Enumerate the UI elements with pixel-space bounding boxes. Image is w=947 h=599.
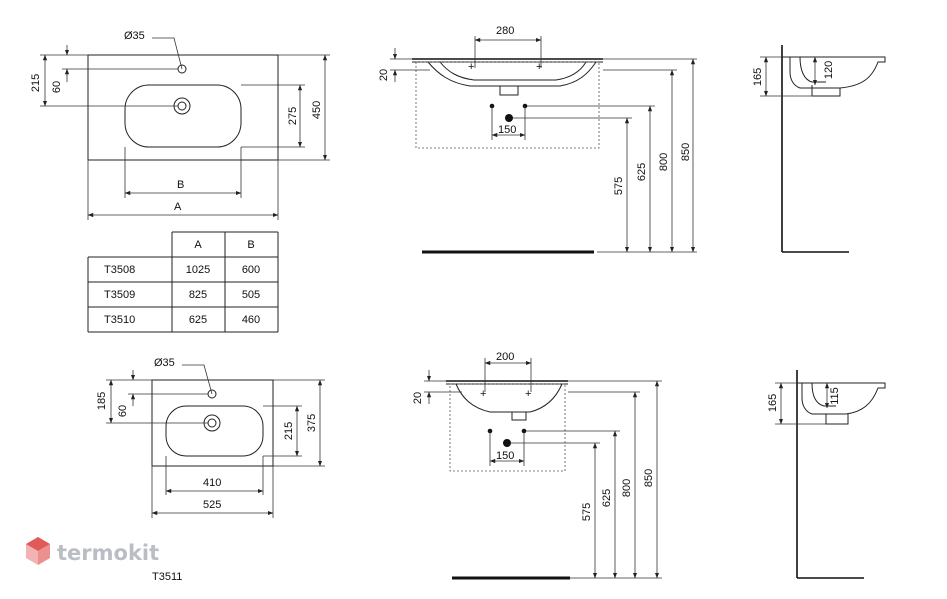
bottom-side-dim-165: 165 xyxy=(767,394,779,412)
table-row-model: T3510 xyxy=(104,314,135,326)
top-front-bowl xyxy=(427,61,597,87)
top-bowl-outline xyxy=(124,84,242,148)
bottom-side-basin xyxy=(797,382,886,415)
bottom-front-view: + + 200 20 150 575 625 800 850 xyxy=(412,351,662,580)
bottom-plan-view: Ø35 185 60 215 375 410 525 xyxy=(96,357,325,518)
top-side-dim-120: 120 xyxy=(823,61,835,79)
top-dim-450: 450 xyxy=(311,101,323,119)
top-dim-60: 60 xyxy=(51,81,63,93)
top-basin-outline xyxy=(87,54,279,161)
top-front-dim-575: 575 xyxy=(613,177,625,195)
table-row-b: 460 xyxy=(242,314,260,326)
table-row-b: 600 xyxy=(242,264,260,276)
top-dim-b: B xyxy=(177,179,184,191)
top-side-dim-165: 165 xyxy=(752,68,764,86)
table-row-a: 1025 xyxy=(186,264,210,276)
top-hole-label: Ø35 xyxy=(124,30,145,42)
top-side-basin xyxy=(782,56,886,89)
bottom-front-cabinet-outline xyxy=(449,383,566,472)
table-row-a: 825 xyxy=(189,289,207,301)
top-plan-view: Ø35 215 60 275 450 B A xyxy=(30,30,330,220)
table-row-model: T3508 xyxy=(104,264,135,276)
bottom-side-view: 165 115 xyxy=(767,370,886,579)
bottom-dim-375: 375 xyxy=(306,414,318,432)
bottom-dim-185: 185 xyxy=(96,392,108,410)
svg-text:+: + xyxy=(468,61,474,73)
svg-text:+: + xyxy=(480,388,486,400)
bottom-bowl-outline xyxy=(165,405,264,457)
table-header-b: B xyxy=(247,239,254,251)
top-dim-a: A xyxy=(174,201,182,213)
size-table: A B T3508 1025 600 T3509 825 505 T3510 6… xyxy=(87,231,279,333)
table-header-a: A xyxy=(194,239,202,251)
top-drain-inner xyxy=(177,101,187,111)
watermark-text: termokit xyxy=(57,541,159,565)
top-front-dim-800: 800 xyxy=(658,153,670,171)
top-front-cabinet-outline xyxy=(415,61,600,149)
table-row-b: 505 xyxy=(242,289,260,301)
bottom-front-dim-625: 625 xyxy=(601,489,613,507)
bottom-front-dim-150: 150 xyxy=(496,450,514,462)
top-front-dim-280: 280 xyxy=(496,25,514,37)
bottom-front-dim-200: 200 xyxy=(496,351,514,363)
table-row-model: T3509 xyxy=(104,289,135,301)
bottom-front-dim-850: 850 xyxy=(643,469,655,487)
top-front-dim-20: 20 xyxy=(378,69,390,81)
bottom-dim-60: 60 xyxy=(117,405,129,417)
bottom-front-dim-800: 800 xyxy=(621,479,633,497)
bottom-hole-label: Ø35 xyxy=(154,357,175,369)
watermark-logo: termokit xyxy=(26,537,159,565)
top-front-siphon xyxy=(499,86,519,96)
bottom-front-dim-575: 575 xyxy=(581,503,593,521)
top-front-dim-850: 850 xyxy=(680,143,692,161)
model-label: T3511 xyxy=(152,571,182,583)
top-side-view: 165 120 xyxy=(752,45,886,253)
svg-text:+: + xyxy=(536,61,542,73)
top-hole-leader xyxy=(152,37,183,70)
top-front-view: + + 280 20 150 575 625 800 8 xyxy=(378,25,697,254)
top-front-dim-150: 150 xyxy=(498,124,516,136)
top-front-waste xyxy=(505,114,513,122)
top-dim-275: 275 xyxy=(287,107,299,125)
bottom-dim-215: 215 xyxy=(283,422,295,440)
table-row-a: 625 xyxy=(189,314,207,326)
svg-text:+: + xyxy=(525,388,531,400)
bottom-dim-525: 525 xyxy=(203,499,221,511)
top-front-dim-625: 625 xyxy=(636,163,648,181)
bottom-front-dim-20: 20 xyxy=(412,392,424,404)
bottom-dim-410: 410 xyxy=(203,477,221,489)
bottom-front-bowl xyxy=(455,383,563,413)
top-dim-215: 215 xyxy=(30,74,42,92)
bottom-side-dim-115: 115 xyxy=(829,387,841,405)
